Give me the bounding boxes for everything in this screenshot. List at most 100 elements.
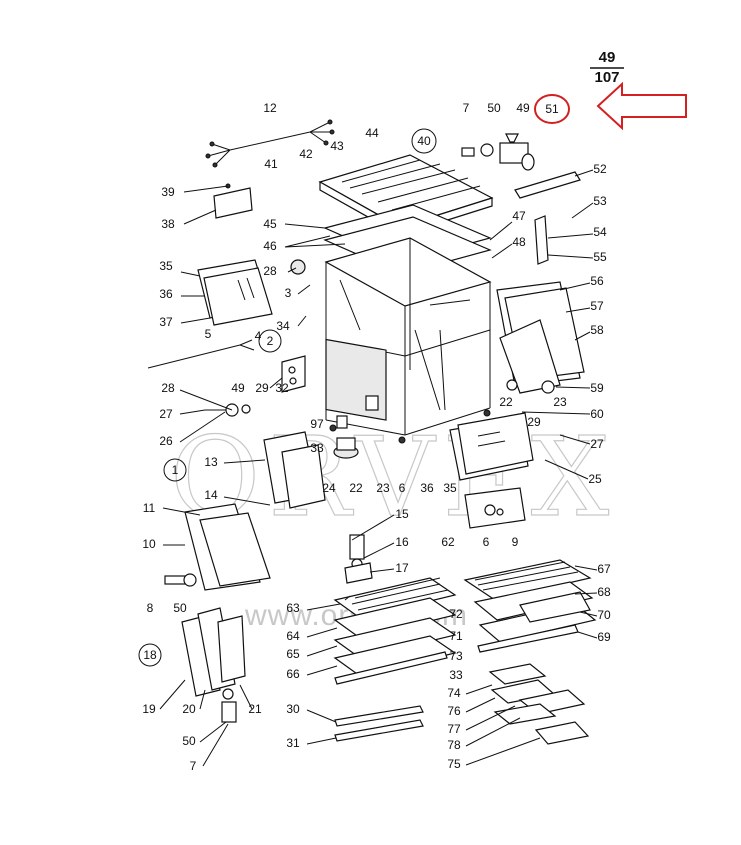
part-label-12: 12 <box>263 101 277 115</box>
part-label-13: 13 <box>204 455 218 469</box>
part-label-74: 74 <box>447 686 461 700</box>
part-label-72: 72 <box>449 607 463 621</box>
part-label-68: 68 <box>597 585 611 599</box>
page-ref-top: 49 <box>599 49 616 66</box>
svg-text:1: 1 <box>172 463 179 477</box>
part-label-77: 77 <box>447 722 461 736</box>
part-label-14: 14 <box>204 488 218 502</box>
part-label-22: 22 <box>349 481 363 495</box>
part-label-3: 3 <box>285 286 292 300</box>
part-label-28: 28 <box>161 381 175 395</box>
group-circle-40: 40 <box>411 128 437 154</box>
part-label-23: 23 <box>376 481 390 495</box>
part-label-67: 67 <box>597 562 611 576</box>
part-label-32: 32 <box>275 381 289 395</box>
part-label-49: 49 <box>516 101 530 115</box>
pointer-arrow-icon <box>596 81 687 131</box>
part-label-6: 6 <box>399 481 406 495</box>
part-label-54: 54 <box>593 225 607 239</box>
part-label-46: 46 <box>263 239 277 253</box>
part-label-70: 70 <box>597 608 611 622</box>
part-label-27: 27 <box>159 407 173 421</box>
part-label-73: 73 <box>449 649 463 663</box>
part-label-78: 78 <box>447 738 461 752</box>
part-label-53: 53 <box>593 194 607 208</box>
part-label-11: 11 <box>143 501 156 515</box>
part-label-34: 34 <box>276 319 290 333</box>
part-label-31: 31 <box>286 736 300 750</box>
part-label-50: 50 <box>182 734 196 748</box>
part-label-4: 4 <box>255 329 262 343</box>
part-label-20: 20 <box>182 702 196 716</box>
part-label-33: 33 <box>310 441 324 455</box>
cabinet-frame <box>324 237 492 444</box>
highlighted-part-label: 51 <box>545 102 559 116</box>
part-label-26: 26 <box>159 434 173 448</box>
part-label-56: 56 <box>590 274 604 288</box>
part-label-39: 39 <box>161 185 175 199</box>
part-label-7: 7 <box>190 759 197 773</box>
part-label-57: 57 <box>590 299 604 313</box>
parts-drawing <box>147 119 598 767</box>
part-label-35: 35 <box>443 481 457 495</box>
part-label-71: 71 <box>449 629 463 643</box>
part-label-44: 44 <box>365 126 379 140</box>
svg-text:40: 40 <box>417 134 431 148</box>
part-label-42: 42 <box>299 147 313 161</box>
part-label-66: 66 <box>286 667 300 681</box>
part-label-24: 24 <box>322 481 336 495</box>
part-label-50: 50 <box>173 601 187 615</box>
part-label-16: 16 <box>395 535 409 549</box>
part-label-29: 29 <box>527 415 541 429</box>
part-label-21: 21 <box>248 702 262 716</box>
part-label-19: 19 <box>142 702 156 716</box>
part-label-17: 17 <box>395 561 409 575</box>
fastener-group-top <box>461 133 535 171</box>
part-label-25: 25 <box>588 472 602 486</box>
part-label-50: 50 <box>487 101 501 115</box>
part-label-22: 22 <box>499 395 513 409</box>
part-label-30: 30 <box>286 702 300 716</box>
part-label-10: 10 <box>142 537 156 551</box>
part-label-76: 76 <box>447 704 461 718</box>
part-label-48: 48 <box>512 235 526 249</box>
part-label-9: 9 <box>512 535 519 549</box>
part-label-7: 7 <box>463 101 470 115</box>
part-label-41: 41 <box>264 157 278 171</box>
group-circle-1: 1 <box>163 458 187 482</box>
part-label-55: 55 <box>593 250 607 264</box>
svg-text:18: 18 <box>143 648 157 662</box>
group-circle-2: 2 <box>258 329 282 353</box>
part-label-60: 60 <box>590 407 604 421</box>
part-label-75: 75 <box>447 757 461 771</box>
part-label-6: 6 <box>483 535 490 549</box>
part-label-69: 69 <box>597 630 611 644</box>
group-circle-18: 18 <box>138 643 162 667</box>
highlight-circle <box>534 94 570 124</box>
plates-right <box>463 559 597 653</box>
plates-left <box>333 577 457 685</box>
part-label-36: 36 <box>420 481 434 495</box>
part-label-58: 58 <box>590 323 604 337</box>
part-label-43: 43 <box>330 139 344 153</box>
part-label-15: 15 <box>395 507 409 521</box>
page-ref-bottom: 107 <box>594 69 619 86</box>
part-label-28: 28 <box>263 264 277 278</box>
part-label-8: 8 <box>147 601 154 615</box>
part-label-33: 33 <box>449 668 463 682</box>
part-label-62: 62 <box>441 535 455 549</box>
part-label-35: 35 <box>159 259 173 273</box>
part-label-64: 64 <box>286 629 300 643</box>
part-label-59: 59 <box>590 381 604 395</box>
part-label-49: 49 <box>231 381 245 395</box>
part-label-38: 38 <box>161 217 175 231</box>
part-label-37: 37 <box>159 315 173 329</box>
part-label-36: 36 <box>159 287 173 301</box>
page-reference: 49 107 <box>590 49 624 86</box>
part-label-63: 63 <box>286 601 300 615</box>
part-label-29: 29 <box>255 381 269 395</box>
part-label-65: 65 <box>286 647 300 661</box>
plates-small <box>488 663 590 745</box>
